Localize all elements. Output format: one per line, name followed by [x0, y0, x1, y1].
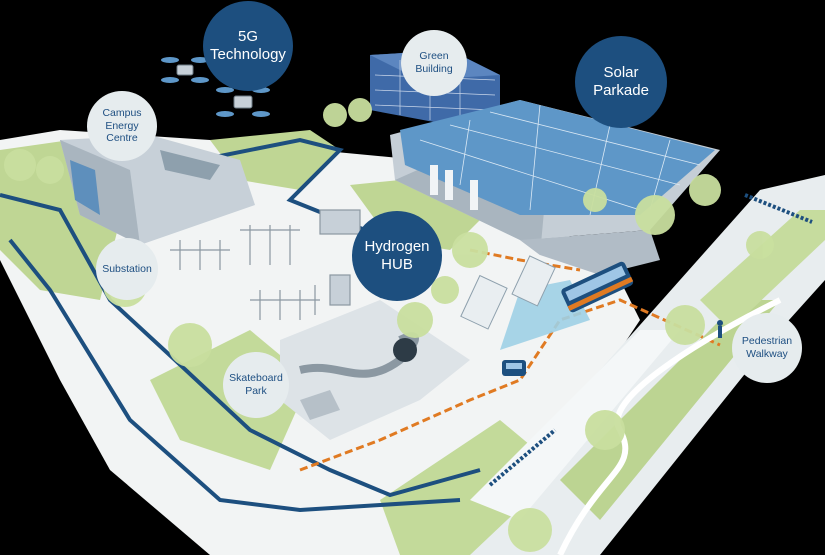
bike-lane — [488, 428, 557, 487]
label-substation: Substation — [96, 238, 158, 300]
bus-icon — [561, 261, 634, 313]
lawn-east-strip — [560, 300, 780, 520]
tree-icon — [4, 98, 774, 552]
label-skateboard-park: Skateboard Park — [223, 352, 289, 418]
boundary-road — [0, 193, 481, 498]
lawn-southeast — [380, 420, 560, 555]
boundary-road-outer — [8, 238, 461, 513]
drone-icon — [161, 57, 209, 83]
orange-path — [299, 298, 721, 472]
shuttle-icon — [502, 360, 526, 376]
pedestrian-icon — [717, 320, 723, 338]
drone-icon — [216, 87, 270, 117]
label-green-building: Green Building — [401, 30, 467, 96]
bike-lane-north — [744, 193, 813, 224]
label-5g-technology: 5G Technology — [203, 1, 293, 91]
label-campus-energy-centre: Campus Energy Centre — [87, 91, 157, 161]
label-pedestrian-walkway: Pedestrian Walkway — [732, 313, 802, 383]
campus-energy-centre-building — [60, 135, 255, 245]
substation-equipment — [170, 209, 361, 320]
east-road — [470, 330, 680, 520]
label-hydrogen-hub: Hydrogen HUB — [352, 211, 442, 301]
label-solar-parkade: Solar Parkade — [575, 36, 667, 128]
lawn-east-edge — [700, 210, 825, 330]
solar-parkade-building — [390, 100, 720, 275]
